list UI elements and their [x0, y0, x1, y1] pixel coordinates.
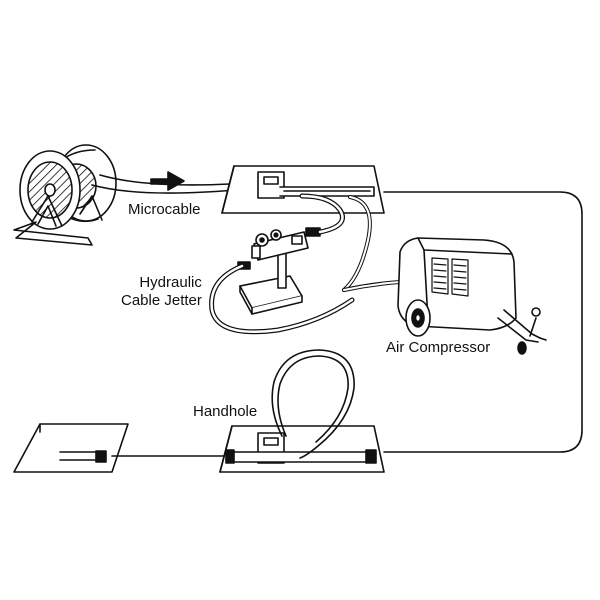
handhole-box-icon: [219, 425, 385, 473]
microcable-line: [91, 184, 277, 194]
cable-coil: [271, 349, 355, 459]
cable-jetter-label: Hydraulic Cable Jetter: [121, 274, 202, 310]
microcable-label: Microcable: [128, 201, 201, 218]
pit-box-icon: [13, 423, 129, 473]
air-compressor-icon: [397, 237, 547, 355]
cable-jetter-label-line1: Hydraulic: [139, 274, 202, 291]
cable-jetter-icon: [237, 227, 321, 315]
cable-jetter-label-line2: Cable Jetter: [121, 292, 202, 309]
cable-reel-icon: [13, 144, 117, 246]
air-compressor-label: Air Compressor: [386, 339, 491, 356]
conduit-loop: [383, 191, 583, 453]
handhole-box-icon: [221, 165, 385, 214]
direction-arrow-icon: [150, 171, 185, 191]
handhole-label: Handhole: [193, 403, 258, 420]
